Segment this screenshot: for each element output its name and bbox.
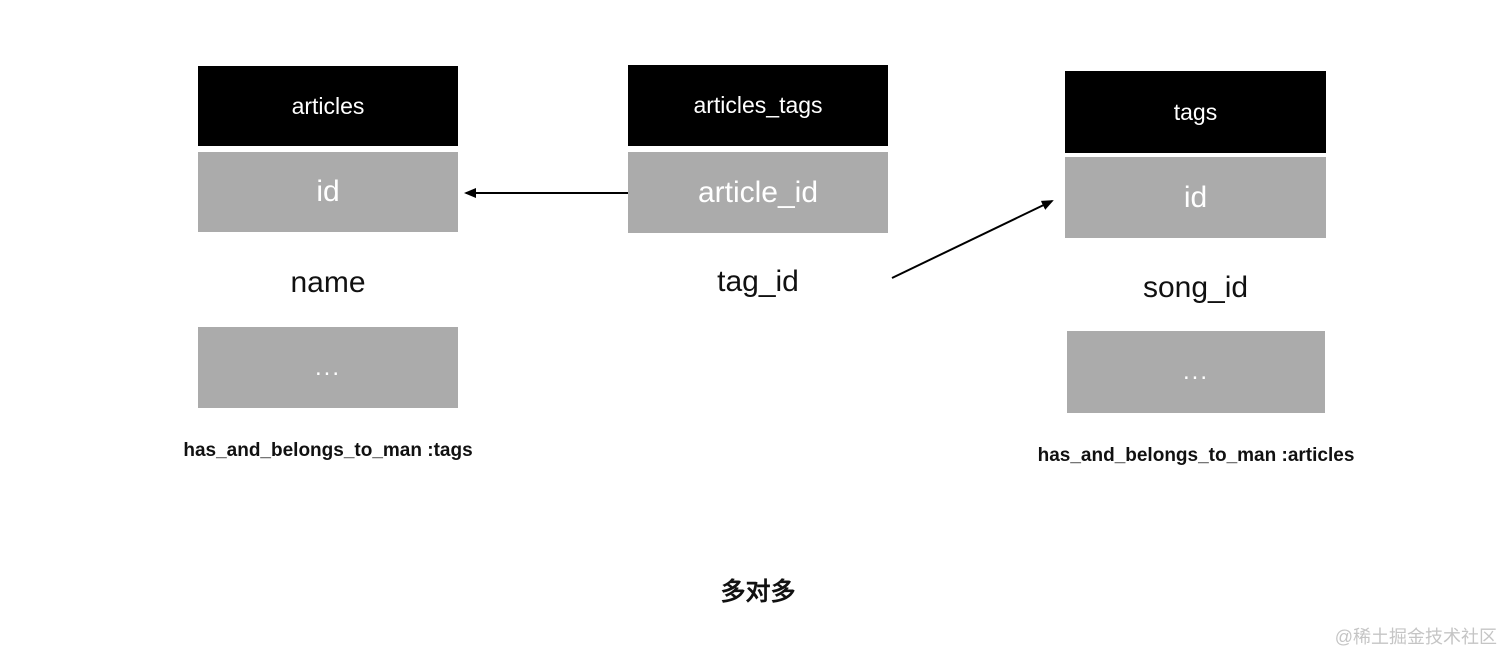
arrow-tag-id-to-tags-id: [891, 200, 1054, 279]
table-row-articles-tags-article-id-label: article_id: [697, 175, 819, 209]
table-row-articles-tags-article-id: article_id: [628, 152, 888, 233]
ellipsis-icon: ...: [1182, 358, 1209, 385]
table-row-tags-id-label: id: [1183, 180, 1208, 214]
table-row-articles-name: name: [198, 262, 458, 304]
table-row-tags-song-id: song_id: [1065, 267, 1326, 309]
caption-articles-relation: has_and_belongs_to_man :tags: [183, 440, 473, 461]
table-row-articles-more: ...: [198, 327, 458, 408]
ellipsis-icon: ...: [314, 353, 341, 381]
table-row-articles-tags-tag-id-label: tag_id: [717, 265, 799, 298]
caption-tags-relation: has_and_belongs_to_man :articles: [1037, 445, 1355, 466]
table-row-articles-name-label: name: [290, 266, 366, 299]
table-row-articles-id-label: id: [316, 175, 340, 208]
table-header-tags-label: tags: [1173, 98, 1218, 125]
table-header-articles-tags-label: articles_tags: [693, 92, 823, 118]
table-row-tags-more: ...: [1067, 331, 1325, 413]
table-row-articles-tags-tag-id: tag_id: [628, 261, 888, 303]
table-header-articles-tags: articles_tags: [628, 65, 888, 146]
table-row-articles-id: id: [198, 152, 458, 232]
table-header-articles-label: articles: [291, 92, 365, 119]
table-header-articles: articles: [198, 66, 458, 146]
table-header-tags: tags: [1065, 71, 1326, 153]
table-row-tags-id: id: [1065, 157, 1326, 238]
watermark: @稀土掘金技术社区: [1334, 627, 1497, 647]
table-row-tags-song-id-label: song_id: [1142, 271, 1249, 304]
diagram-title: 多对多: [720, 578, 796, 606]
